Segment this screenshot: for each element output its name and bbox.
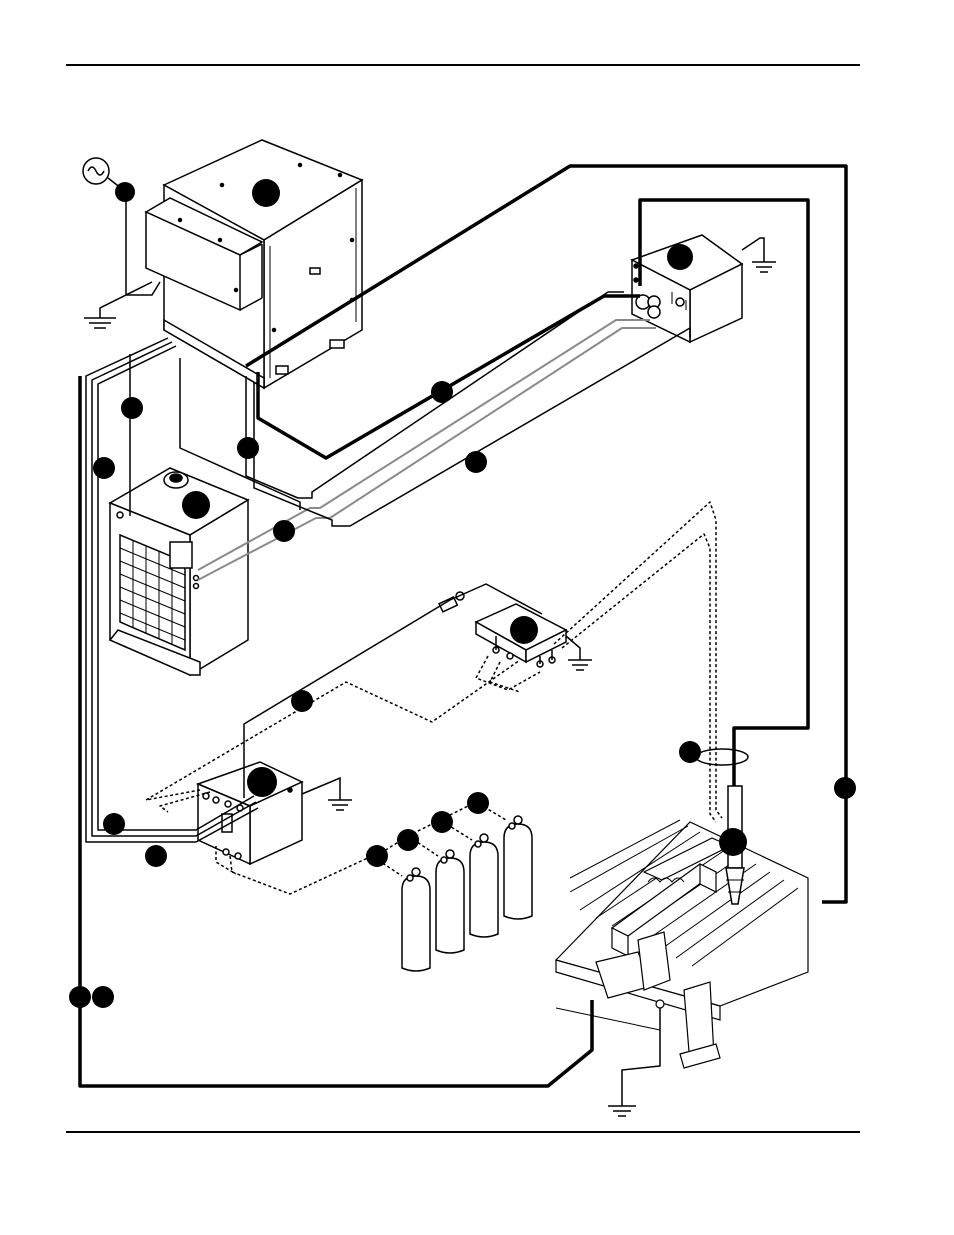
ground-symbol <box>608 1008 661 1117</box>
callout-marker <box>182 491 210 519</box>
power-cables <box>78 164 848 1088</box>
ground-symbol <box>565 635 592 671</box>
callout-marker <box>397 829 419 851</box>
callouts <box>69 179 856 1008</box>
header-rule <box>66 64 860 66</box>
ground-symbol <box>741 237 776 273</box>
ground-symbol <box>84 281 153 329</box>
callout-marker <box>103 813 125 835</box>
callout-marker <box>366 845 388 867</box>
callout-marker <box>115 182 135 202</box>
callout-marker <box>145 845 167 867</box>
cooler <box>108 467 250 677</box>
ground-symbol <box>301 776 352 811</box>
callout-marker <box>719 828 747 856</box>
callout-marker <box>834 777 856 799</box>
ignition-leads <box>245 291 691 527</box>
gas-cylinder <box>401 867 431 972</box>
callout-marker <box>69 986 91 1008</box>
callout-marker <box>467 792 489 814</box>
callout-marker <box>237 437 259 459</box>
callout-marker <box>431 381 453 403</box>
callout-marker <box>667 244 693 270</box>
gas-cylinder <box>469 833 499 938</box>
callout-marker <box>291 690 313 712</box>
callout-marker <box>247 767 277 797</box>
control-cable <box>243 583 543 798</box>
gas-cylinders <box>401 815 533 972</box>
callout-marker <box>273 520 295 542</box>
callout-marker <box>92 986 114 1008</box>
callout-marker <box>465 451 487 473</box>
callout-marker <box>252 179 280 207</box>
cutting-table <box>554 819 809 1069</box>
lead-bundle <box>85 337 301 843</box>
callout-marker <box>121 397 143 419</box>
power-supply <box>144 139 364 390</box>
callout-marker <box>93 457 115 479</box>
callout-marker <box>679 741 701 763</box>
footer-rule <box>66 1131 860 1133</box>
gas-cylinder <box>435 849 465 954</box>
callout-marker <box>510 616 538 644</box>
callout-marker <box>431 811 453 833</box>
gas-cylinder <box>503 815 533 920</box>
